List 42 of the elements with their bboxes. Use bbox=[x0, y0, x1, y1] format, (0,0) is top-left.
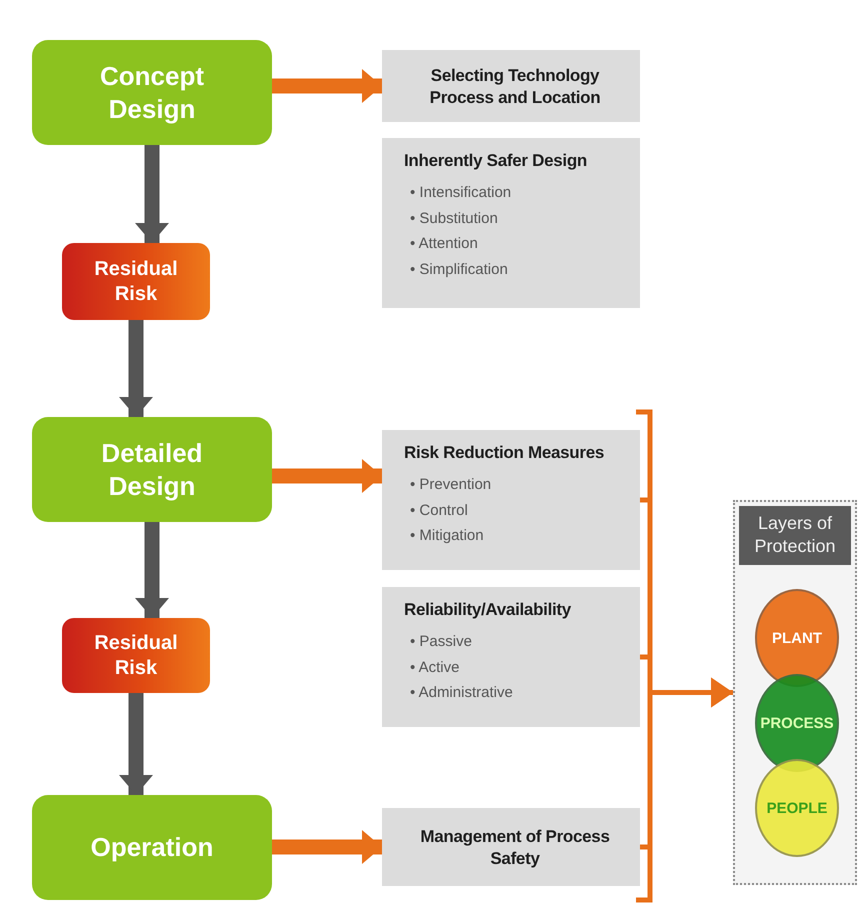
info-box bbox=[382, 430, 640, 570]
layers-panel bbox=[733, 500, 857, 885]
risk-label: Residual Risk bbox=[93, 256, 179, 306]
arrow bbox=[272, 459, 382, 493]
bullet-item: • Passive bbox=[410, 632, 473, 652]
process-box bbox=[32, 40, 272, 145]
bullet-item: • Attention bbox=[410, 234, 479, 254]
bullet-item: • Control bbox=[410, 500, 469, 521]
info-box bbox=[382, 587, 640, 727]
info-box bbox=[382, 808, 640, 886]
bullet-item: • Intensification bbox=[410, 183, 512, 204]
risk-box bbox=[62, 243, 210, 320]
step-label: Operation bbox=[90, 831, 214, 864]
arrow bbox=[119, 320, 153, 417]
process-box bbox=[32, 417, 272, 522]
step-label: Detailed Design bbox=[100, 437, 204, 502]
risk-box bbox=[62, 618, 210, 693]
bullet-item: • Prevention bbox=[410, 475, 492, 496]
layer-label: PROCESS bbox=[760, 714, 834, 732]
info-box bbox=[382, 138, 640, 308]
bullet-item: • Administrative bbox=[410, 683, 513, 704]
box-heading: Management of Process Safety bbox=[419, 826, 611, 870]
info-box bbox=[382, 50, 640, 122]
panel-header: Layers of Protection bbox=[739, 506, 851, 565]
layer-label: PEOPLE bbox=[766, 800, 828, 816]
arrow bbox=[135, 522, 169, 618]
arrow bbox=[272, 830, 382, 864]
layer-label: PLANT bbox=[772, 630, 822, 646]
box-heading: Risk Reduction Measures bbox=[404, 442, 604, 464]
step-label: Concept Design bbox=[99, 60, 205, 125]
bullet-item: • Simplification bbox=[410, 260, 509, 280]
arrow bbox=[135, 145, 169, 243]
box-heading: Reliability/Availability bbox=[404, 599, 571, 621]
risk-label: Residual Risk bbox=[93, 630, 179, 680]
process-box bbox=[32, 795, 272, 900]
box-heading: Selecting Technology Process and Location bbox=[428, 64, 602, 109]
bullet-item: • Mitigation bbox=[410, 526, 485, 546]
box-heading: Inherently Safer Design bbox=[404, 150, 587, 172]
bullet-item: • Substitution bbox=[410, 208, 499, 229]
arrow bbox=[272, 69, 382, 103]
bullet-item: • Active bbox=[410, 658, 460, 678]
arrow bbox=[119, 693, 153, 795]
